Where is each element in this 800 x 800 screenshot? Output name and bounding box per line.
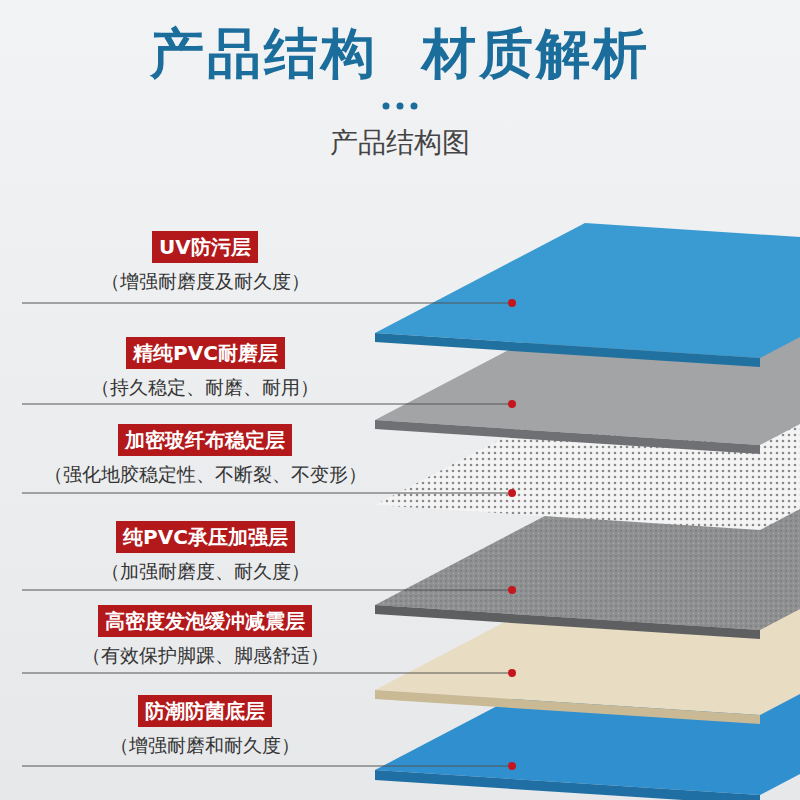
leader-dots [508,299,516,770]
layer-name: 防潮防菌底层 [138,695,272,727]
layer-name: 纯PVC承压加强层 [116,521,295,553]
layer-description: （加强耐磨度、耐久度） [101,559,310,583]
layer-label-box: 加密玻纤布稳定层（强化地胶稳定性、不断裂、不变形） [118,424,292,456]
layer-name: 精纯PVC耐磨层 [126,337,285,369]
layer-description: （持久稳定、耐磨、耐用） [91,375,319,399]
layer-description: （有效保护脚踝、脚感舒适） [82,643,329,667]
layer-label-box: 精纯PVC耐磨层（持久稳定、耐磨、耐用） [126,337,285,369]
layer-label-box: 高密度发泡缓冲减震层（有效保护脚踝、脚感舒适） [98,605,312,637]
layer-label-box: UV防污层（增强耐磨度及耐久度） [152,231,258,263]
layer-name: 高密度发泡缓冲减震层 [98,605,312,637]
layer-name: 加密玻纤布稳定层 [118,424,292,456]
subtitle-label: 产品结构图 [0,124,800,162]
uv-layer [375,223,800,367]
layer-name: UV防污层 [152,231,258,263]
layer-description: （增强耐磨和耐久度） [110,733,300,757]
title-dots [383,103,418,110]
layer-description: （增强耐磨度及耐久度） [101,269,310,293]
layer-label-box: 防潮防菌底层（增强耐磨和耐久度） [138,695,272,727]
diagram-title: 产品结构 材质解析 [0,18,800,91]
layer-label-box: 纯PVC承压加强层（加强耐磨度、耐久度） [116,521,295,553]
layer-description: （强化地胶稳定性、不断裂、不变形） [44,462,367,486]
leader-lines [22,303,508,766]
